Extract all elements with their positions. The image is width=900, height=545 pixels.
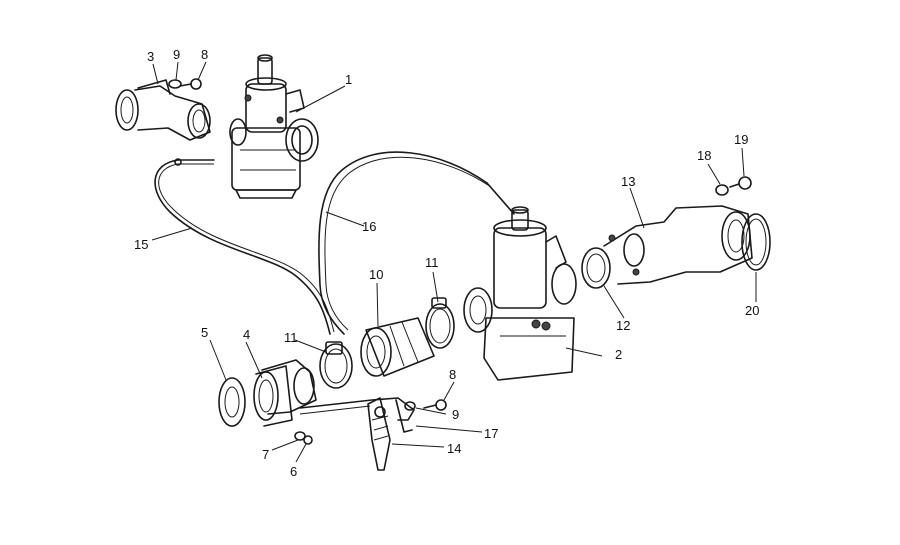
hose-clamp-11-upper [425, 297, 455, 349]
callout-11-upper: 11 [425, 255, 439, 270]
callout-12: 12 [616, 318, 630, 333]
bracket-17 [299, 397, 415, 433]
callout-6: 6 [290, 464, 297, 479]
intake-manifold-lower [253, 359, 317, 427]
callout-1: 1 [345, 72, 352, 87]
callout-7: 7 [262, 447, 269, 462]
callout-8-lower: 8 [449, 367, 456, 382]
intake-manifold-13 [603, 205, 753, 285]
callout-11-lower: 11 [284, 330, 298, 345]
callout-8-upper: 8 [201, 47, 208, 62]
callout-4: 4 [243, 327, 250, 342]
throttle-cable-15 [154, 158, 335, 335]
clamp-ring-20 [741, 213, 771, 271]
callout-16: 16 [362, 219, 376, 234]
washer-7 [294, 431, 306, 441]
callout-9-lower: 9 [452, 407, 459, 422]
screw-8-lower [423, 399, 447, 411]
intake-manifold-upper [115, 79, 211, 141]
leader-lines [151, 61, 757, 463]
callout-15: 15 [134, 237, 148, 252]
carburetor-upper [229, 54, 319, 199]
gasket-5 [218, 377, 246, 427]
screw-8-upper [179, 78, 202, 90]
hose-clamp-11-lower [319, 341, 353, 389]
callout-17: 17 [484, 426, 498, 441]
carburetor-lower [463, 206, 577, 381]
cable-adjuster-14 [367, 397, 391, 471]
screw-19 [729, 176, 752, 190]
gasket-ring-12 [581, 247, 611, 289]
callout-2: 2 [615, 347, 622, 362]
callout-14: 14 [447, 441, 461, 456]
screw-6 [303, 435, 313, 445]
callout-18: 18 [697, 148, 711, 163]
callout-3: 3 [147, 49, 154, 64]
rubber-connector-10 [360, 317, 435, 377]
washer-9-lower [404, 401, 416, 411]
callout-5: 5 [201, 325, 208, 340]
callout-10: 10 [369, 267, 383, 282]
callout-19: 19 [734, 132, 748, 147]
callout-9-upper: 9 [173, 47, 180, 62]
callout-20: 20 [745, 303, 759, 318]
washer-9-upper [168, 79, 182, 89]
callout-13: 13 [621, 174, 635, 189]
throttle-cable-16 [318, 151, 515, 335]
callout-labels: 1 2 3 4 5 6 7 8 8 9 9 10 11 11 12 13 14 … [134, 47, 759, 479]
washer-18 [715, 184, 729, 196]
